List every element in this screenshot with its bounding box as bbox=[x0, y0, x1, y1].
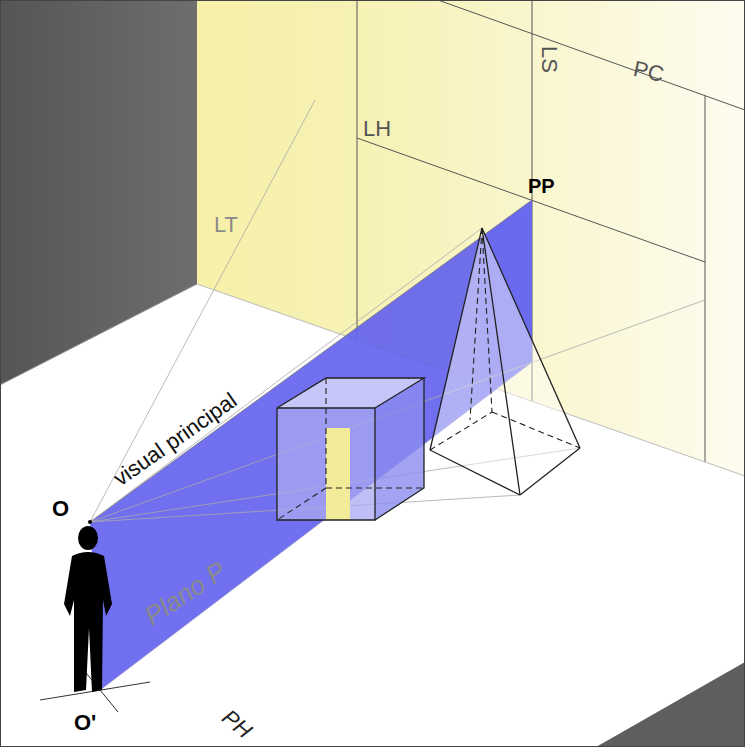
corner-wall bbox=[596, 662, 745, 747]
side-wall bbox=[0, 0, 197, 385]
observer-silhouette bbox=[64, 526, 112, 692]
cube bbox=[277, 378, 424, 520]
ground-point-label: O' bbox=[74, 712, 96, 734]
viewpoint-label: O bbox=[52, 498, 69, 520]
ground-line-label: LT bbox=[214, 214, 238, 236]
principal-point-label: PP bbox=[528, 176, 555, 196]
ground-plane-label: PH bbox=[218, 706, 256, 742]
vertical-line-label: LS bbox=[538, 46, 560, 73]
picture-plane-label: PC bbox=[631, 58, 665, 86]
viewpoint-dot bbox=[88, 520, 92, 524]
plane-lines bbox=[0, 0, 745, 476]
pyramid bbox=[430, 228, 580, 495]
visual-lines bbox=[90, 100, 705, 690]
horizon-line-label: LH bbox=[363, 118, 391, 140]
